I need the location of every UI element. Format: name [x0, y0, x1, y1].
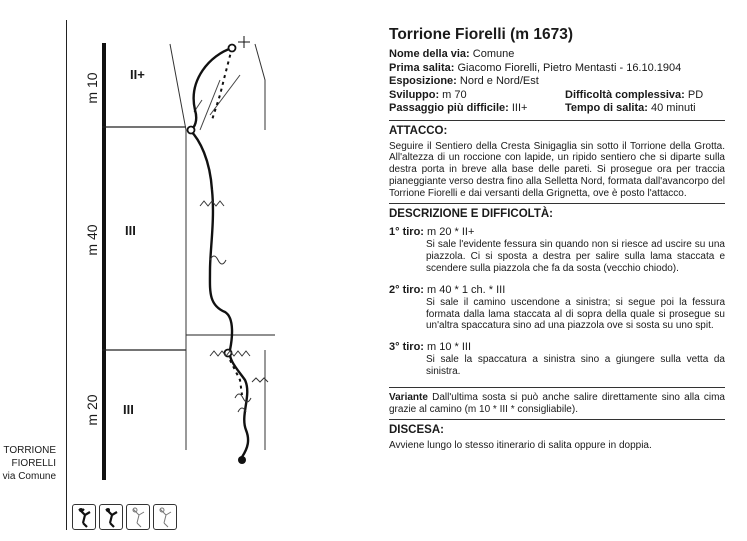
route-description: Torrione Fiorelli (m 1673) Nome della vi… — [389, 26, 725, 452]
divider — [389, 119, 725, 121]
section-heading-discesa: DISCESA: — [389, 424, 444, 437]
side-label-line1: TORRIONE — [3, 445, 56, 456]
climber-outline-icon — [153, 504, 177, 530]
climber-icon — [72, 504, 96, 530]
variant-lower-line — [229, 359, 243, 396]
main-route-line — [187, 46, 250, 458]
info-row-nome: Nome della via: Comune — [389, 48, 515, 60]
route-topo-diagram — [102, 36, 275, 480]
rock-outline-right — [254, 43, 266, 130]
side-label-line3: via Comune — [2, 471, 56, 482]
margin-rule — [66, 20, 67, 530]
start-point — [238, 456, 246, 464]
pitch-length-middle: m 40 — [84, 224, 100, 256]
pitch-1: 1° tiro: m 20 * II+ Si sale l'evidente f… — [389, 226, 725, 275]
scale-bar — [102, 43, 106, 480]
summit-station — [227, 43, 237, 53]
pitch-length-bottom: m 20 — [84, 394, 100, 426]
difficulty-icons — [72, 504, 177, 530]
divider — [389, 386, 725, 388]
pitch-3: 3° tiro: m 10 * III Si sale la spaccatur… — [389, 341, 725, 378]
side-label-line2: FIORELLI — [11, 458, 56, 469]
section-heading-attacco: ATTACCO: — [389, 124, 448, 137]
info-row-esposizione: Esposizione: Nord e Nord/Est — [389, 75, 539, 87]
divider — [389, 419, 725, 421]
pitch-2: 2° tiro: m 40 * 1 ch. * III Si sale il c… — [389, 283, 725, 332]
pitch-length-top: m 10 — [84, 72, 100, 104]
grade-top: II+ — [130, 67, 145, 82]
discesa-text: Avviene lungo lo stesso itinerario di sa… — [389, 440, 652, 452]
rock-outline-left — [169, 43, 187, 450]
variant-route-line — [211, 47, 233, 121]
attacco-text: Seguire il Sentiero della Cresta Sinigag… — [389, 140, 725, 199]
route-side-label: TORRIONE FIORELLI via Comune — [0, 444, 56, 483]
section-heading-descrizione: DESCRIZIONE E DIFFICOLTÀ: — [389, 208, 553, 221]
info-row-prima: Prima salita: Giacomo Fiorelli, Pietro M… — [389, 61, 682, 74]
climber-outline-icon — [126, 504, 150, 530]
info-row-sviluppo: Sviluppo: m 70 Difficoltà complessiva: P… — [389, 88, 704, 101]
variante-text: Variante Dall'ultima sosta si può anche … — [389, 391, 725, 415]
climber-icon — [99, 504, 123, 530]
divider — [389, 203, 725, 205]
grade-middle: III — [125, 223, 136, 238]
page-title: Torrione Fiorelli (m 1673) — [389, 26, 574, 43]
info-row-passaggio: Passaggio più difficile: III+ Tempo di s… — [389, 102, 696, 114]
grade-bottom: III — [123, 402, 134, 417]
belay-station-2 — [186, 125, 196, 135]
